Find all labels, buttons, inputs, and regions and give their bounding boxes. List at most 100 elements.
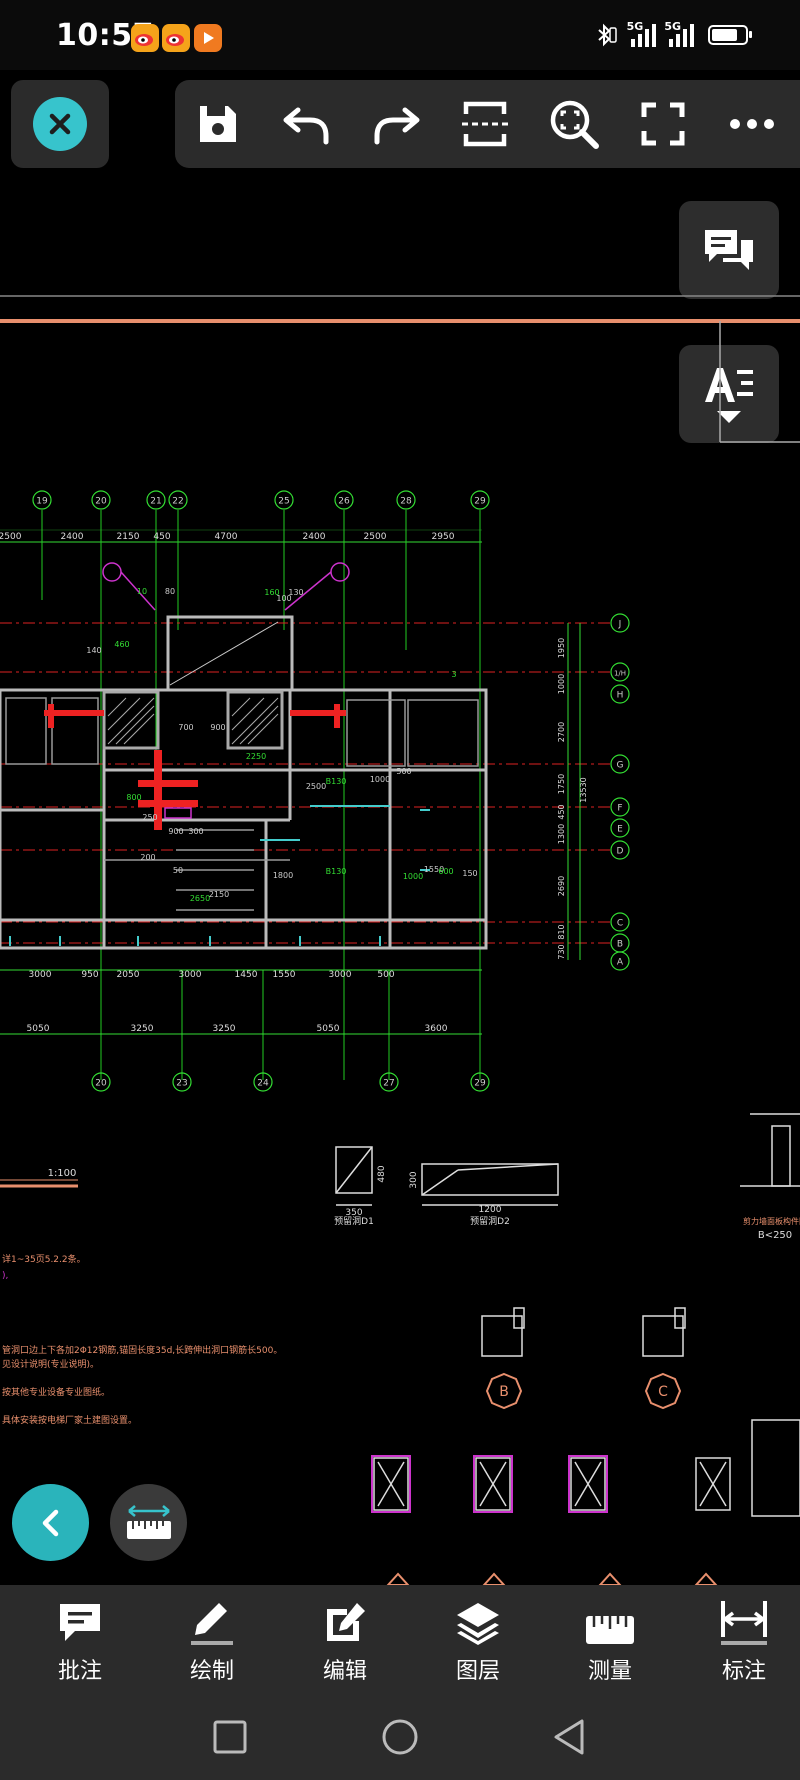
dimension-note: 50 [173, 866, 183, 875]
grid-axis-right: B [617, 940, 623, 950]
grid-axis-right: G [617, 761, 624, 771]
general-note: 见设计说明(专业说明)。 [2, 1358, 99, 1370]
dimension-top: 2500 [0, 532, 22, 542]
grid-axis-top-bubble [274, 490, 294, 510]
nav-draw[interactable]: 绘制 [157, 1585, 267, 1695]
grid-axis-right: J [618, 620, 622, 630]
dimension-note: 250 [142, 813, 157, 822]
grid-axis-bottom-bubble [379, 1072, 399, 1092]
grid-axis-bottom-bubble [470, 1072, 490, 1092]
quick-measure-button[interactable] [110, 1484, 187, 1561]
ruler-icon [586, 1616, 634, 1644]
nav-measure[interactable]: 测量 [555, 1585, 665, 1695]
nav-layers[interactable]: 图层 [423, 1585, 533, 1695]
grid-axis-bottom-bubble [253, 1072, 273, 1092]
grid-axis-top: 19 [36, 497, 48, 507]
grid-axis-top-bubble [470, 490, 490, 510]
recent-apps-button[interactable] [208, 1715, 252, 1759]
grid-axis-bottom: 29 [474, 1079, 486, 1089]
system-navigation-bar [0, 1695, 800, 1780]
comments-button[interactable] [679, 201, 779, 299]
detail-dimension: 1200 [479, 1205, 502, 1215]
network-type-2: 5G [664, 19, 681, 33]
close-panel [11, 80, 109, 168]
circle-icon [382, 1719, 418, 1755]
more-icon [730, 119, 774, 129]
dimension-note: 100 [276, 594, 291, 603]
grid-axis-right-bubble [610, 951, 630, 971]
undo-button[interactable] [279, 96, 335, 152]
section-marker-label: C [658, 1384, 668, 1400]
square-icon [213, 1720, 247, 1754]
save-button[interactable] [190, 96, 246, 152]
section-marker-label: B [499, 1384, 509, 1400]
grid-axis-right: F [617, 804, 622, 814]
triangle-back-icon [554, 1719, 584, 1755]
dimension-right: 730 [557, 944, 566, 959]
grid-axis-top-bubble [334, 490, 354, 510]
cad-drawing[interactable]: 19202122252628292023242729J1/HHGFEDCBA25… [0, 170, 800, 1586]
back-nav-button[interactable] [548, 1715, 592, 1759]
nav-label: 批注 [57, 1659, 102, 1684]
detail-dimension: 300 [409, 1171, 419, 1188]
chat-bubbles-icon [705, 230, 753, 270]
dimension-note: 2250 [246, 752, 266, 761]
dimension-bottom-overall: 5050 [27, 1024, 50, 1034]
dimension-bottom-overall: 5050 [317, 1024, 340, 1034]
general-note: 管洞口边上下各加2Φ12钢筋,锚固长度35d,长跨伸出洞口钢筋长500。 [2, 1344, 282, 1356]
signal-icon-1 [631, 23, 657, 47]
battery-icon [708, 25, 752, 45]
dimension-note: 460 [114, 640, 129, 649]
network-type-1: 5G [626, 19, 644, 33]
grid-axis-right-bubble [610, 754, 630, 774]
grid-axis-right: 1/H [614, 670, 626, 678]
zoom-button[interactable] [546, 96, 602, 152]
dimension-note: 200 [140, 853, 155, 862]
nav-edit[interactable]: 编辑 [290, 1585, 400, 1695]
dimension-bottom: 1550 [273, 970, 296, 980]
dimension-note: 160 [264, 588, 279, 597]
dropdown-arrow-icon [717, 411, 741, 423]
dimension-bottom: 1450 [235, 970, 258, 980]
dimension-note: 2500 [306, 782, 326, 791]
status-indicators: 5G 5G [593, 19, 752, 48]
save-icon [200, 106, 236, 142]
close-button[interactable] [33, 97, 87, 151]
grid-axis-top-bubble [396, 490, 416, 510]
nav-dimension[interactable]: 标注 [689, 1585, 799, 1695]
grid-axis-right-bubble [610, 684, 630, 704]
layers-icon [457, 1603, 499, 1645]
grid-axis-right-bubble [610, 912, 630, 932]
text-display-toggle[interactable] [679, 345, 779, 443]
grid-axis-top: 20 [95, 497, 107, 507]
grid-axis-bottom: 24 [257, 1079, 269, 1089]
nav-comment[interactable]: 批注 [25, 1585, 135, 1695]
dimension-note: 80 [165, 587, 175, 596]
dimension-bottom: 2050 [117, 970, 140, 980]
fullscreen-button[interactable] [635, 96, 691, 152]
edit-icon [327, 1603, 365, 1641]
detail-dimension: 480 [377, 1165, 387, 1182]
wall-title: 剪力墙面板构件图 [743, 1216, 800, 1226]
grid-axis-top-bubble [168, 490, 188, 510]
redo-button[interactable] [368, 96, 424, 152]
undo-icon [283, 107, 329, 145]
section-button[interactable] [457, 96, 513, 152]
grid-axis-top: 21 [150, 497, 161, 507]
grid-axis-top: 26 [338, 497, 350, 507]
back-button[interactable] [12, 1484, 89, 1561]
dimension-top: 2950 [432, 532, 455, 542]
nav-label: 图层 [455, 1659, 500, 1684]
home-button[interactable] [378, 1715, 422, 1759]
dimension-note: 150 [462, 869, 477, 878]
dimension-note: 800 [126, 793, 141, 802]
more-button[interactable] [724, 96, 780, 152]
grid-axis-top-bubble [146, 490, 166, 510]
dimension-right-total: 13530 [579, 777, 588, 802]
zoom-icon [550, 100, 599, 149]
grid-axis-right: E [617, 825, 623, 835]
dimension-note: 500 [396, 767, 411, 776]
nav-label: 测量 [587, 1659, 632, 1684]
dimension-right: 1950 [557, 638, 566, 658]
